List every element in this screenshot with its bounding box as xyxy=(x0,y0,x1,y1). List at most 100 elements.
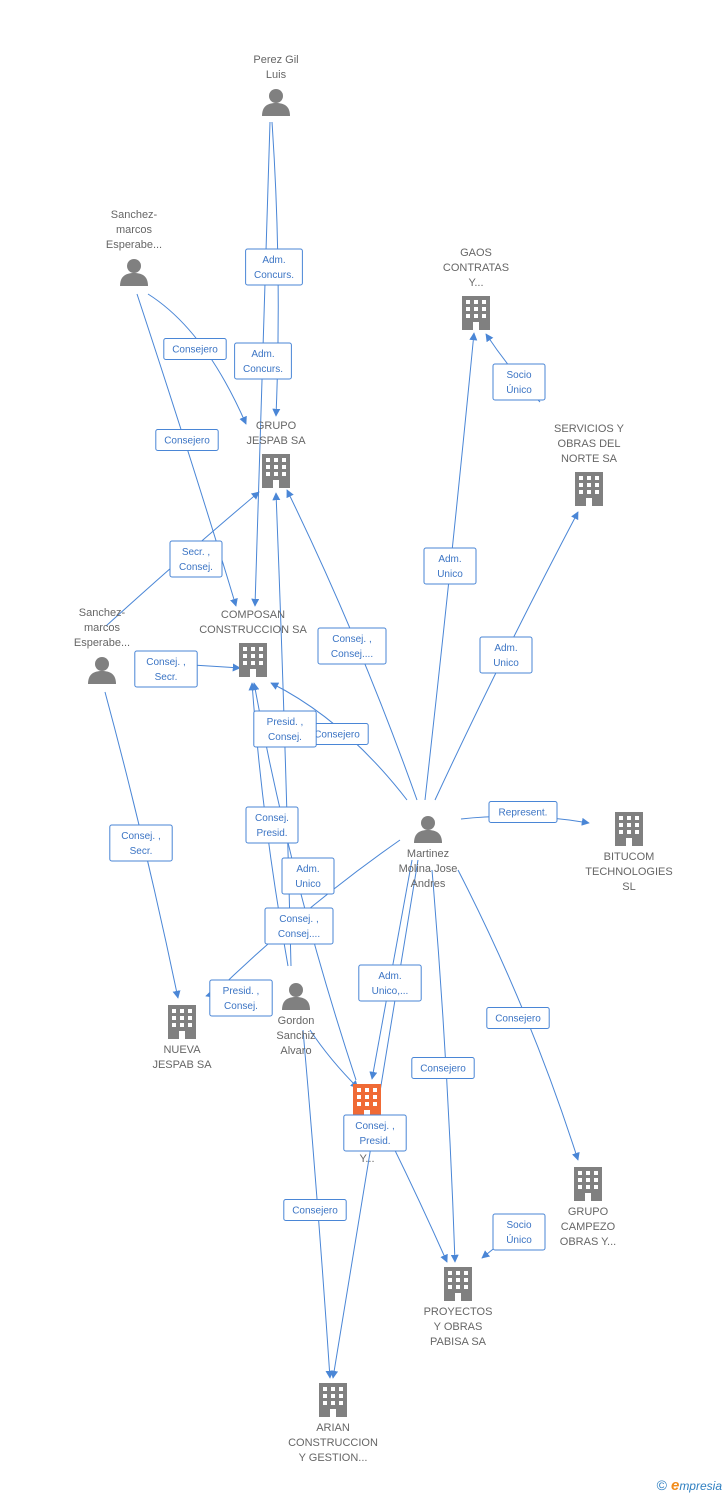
node-nueva[interactable]: NUEVA JESPAB SA xyxy=(152,1005,212,1071)
edge-label-text: Consejero xyxy=(314,730,360,741)
edge-label-text: Presid. , xyxy=(267,717,304,728)
edge-label-e19[interactable]: Adm.Unico xyxy=(281,857,335,895)
edge-label-text: Adm. xyxy=(262,255,285,266)
node-sanchez1[interactable]: Sanchez-marcosEsperabe... xyxy=(106,209,162,286)
node-sanchez2[interactable]: Sanchez-marcosEsperabe... xyxy=(74,607,130,684)
edge-label-e13[interactable]: Represent. xyxy=(488,801,558,823)
node-composan[interactable]: COMPOSAN CONSTRUCCION SA xyxy=(199,609,307,677)
edge-label-e16[interactable]: Consejero xyxy=(411,1057,475,1079)
node-label: Andres xyxy=(411,878,446,890)
node-label: Y GESTION... xyxy=(299,1452,368,1464)
edge-label-e9[interactable]: Adm.Unico xyxy=(423,547,477,585)
edge-label-e3[interactable]: Consejero xyxy=(163,338,227,360)
edge-label-e22[interactable]: Consejero xyxy=(283,1199,347,1221)
edge-label-text: Adm. xyxy=(378,971,401,982)
building-icon xyxy=(262,454,290,488)
node-label: Martinez xyxy=(407,848,449,860)
edge-label-text: Consej.... xyxy=(278,929,320,940)
building-icon xyxy=(319,1383,347,1417)
node-label: NUEVA xyxy=(163,1044,201,1056)
edge-label-text: Consejero xyxy=(292,1206,338,1217)
brand-footer[interactable]: ©empresia xyxy=(657,1477,722,1494)
node-label: OBRAS Y... xyxy=(560,1236,616,1248)
edge-label-e11[interactable]: Consej. , Consej.... xyxy=(317,627,387,665)
edge-label-text: Socio xyxy=(506,1220,531,1231)
edge-label-text: Socio xyxy=(506,370,531,381)
node-gaos[interactable]: GAOSCONTRATASY... xyxy=(443,247,509,330)
node-label: PROYECTOS xyxy=(424,1306,493,1318)
node-label: CONSTRUCCION SA xyxy=(199,624,307,636)
person-icon xyxy=(414,816,442,843)
edge-label-text: Consejero xyxy=(164,436,210,447)
edge-label-text: Consej. , xyxy=(355,1121,394,1132)
edge-label-e5[interactable]: Secr. , Consej. xyxy=(169,540,223,578)
node-label: Y... xyxy=(359,1153,374,1165)
edge-label-text: Secr. xyxy=(155,672,178,683)
node-label: GAOS xyxy=(460,247,492,259)
person-icon xyxy=(88,657,116,684)
edge-label-text: Consej. , xyxy=(121,831,160,842)
building-icon xyxy=(462,296,490,330)
person-icon xyxy=(120,259,148,286)
edge-labels-layer: Adm.Concurs.Adm.Concurs.ConsejeroConseje… xyxy=(109,248,558,1251)
edge-label-text: Consejero xyxy=(495,1014,541,1025)
node-label: Gordon xyxy=(278,1015,315,1027)
edge-label-e21[interactable]: Presid. ,Consej. xyxy=(209,979,273,1017)
node-label: SL xyxy=(622,881,635,893)
node-label: marcos xyxy=(84,622,121,634)
building-icon xyxy=(574,1167,602,1201)
edge-label-e15[interactable]: Adm.Unico,... xyxy=(358,964,422,1002)
building-icon xyxy=(168,1005,196,1039)
node-label: GRUPO xyxy=(256,420,297,432)
node-label: Sanchez- xyxy=(111,209,158,221)
edge-label-e25[interactable]: Consej. ,Presid. xyxy=(343,1114,407,1152)
edge-label-text: Unico xyxy=(437,569,463,580)
edge-label-e10[interactable]: Adm.Unico xyxy=(479,636,533,674)
node-label: Esperabe... xyxy=(74,637,130,649)
node-label: COMPOSAN xyxy=(221,609,285,621)
edge-label-text: Consej. xyxy=(179,562,213,573)
edge-label-text: Consej.... xyxy=(331,649,373,660)
edge-label-text: Consej. , xyxy=(332,634,371,645)
edge-label-text: Consejero xyxy=(420,1064,466,1075)
node-label: JESPAB SA xyxy=(152,1059,212,1071)
edge-label-text: Consej. , xyxy=(146,657,185,668)
edge-label-e14[interactable]: Consej. ,Consej.... xyxy=(264,907,334,945)
edge-label-text: Presid. , xyxy=(223,986,260,997)
edge-label-text: Consejero xyxy=(172,345,218,356)
node-label: Sanchez- xyxy=(79,607,126,619)
node-label: SERVICIOS Y xyxy=(554,423,625,435)
edge-label-e24[interactable]: Consej.Presid. xyxy=(245,806,299,844)
edge-label-e6[interactable]: Consej. , Secr. xyxy=(134,650,198,688)
edge-label-text: Represent. xyxy=(499,808,548,819)
node-label: BITUCOM xyxy=(604,851,655,863)
edge-label-e20[interactable]: Presid. ,Consej. xyxy=(253,710,317,748)
edge-label-text: Secr. , xyxy=(182,547,210,558)
edge-gordon-to-center xyxy=(309,1029,359,1089)
edge-label-e17[interactable]: Consejero xyxy=(486,1007,550,1029)
node-label: PABISA SA xyxy=(430,1336,487,1348)
node-label: NORTE SA xyxy=(561,453,618,465)
copyright-icon: © xyxy=(656,1477,667,1493)
edge-label-text: Único xyxy=(506,1233,532,1246)
edge-label-e4[interactable]: Consejero xyxy=(155,429,219,451)
edge-label-e2[interactable]: Adm.Concurs. xyxy=(234,342,292,380)
edge-label-e1[interactable]: Adm.Concurs. xyxy=(245,248,303,286)
node-label: Alvaro xyxy=(280,1045,311,1057)
edge-label-text: Consej. xyxy=(255,813,289,824)
edge-label-e7[interactable]: Consej. ,Secr. xyxy=(109,824,173,862)
edge-label-text: Adm. xyxy=(251,349,274,360)
